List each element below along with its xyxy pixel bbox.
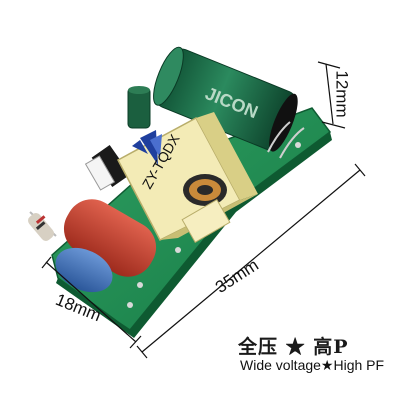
rectifier-chip [91, 144, 131, 188]
film-capacitor [63, 199, 157, 277]
small-capacitor [127, 86, 151, 129]
brand-logo-icon [132, 130, 162, 165]
inductor-coil [183, 174, 227, 206]
pcb-edge [56, 132, 332, 338]
y-capacitor [55, 247, 113, 293]
transformer: ZY-TQDX [116, 112, 258, 243]
height-dimension-label: 12mm [332, 70, 352, 118]
capacitor-leads [267, 121, 305, 159]
english-tagline: Wide voltage★High PF [240, 357, 385, 373]
dimension-lines [41, 61, 366, 359]
fuse-resistor [28, 211, 57, 241]
input-connector [84, 155, 116, 191]
chinese-tagline: 全压 ★ 高P [238, 336, 349, 358]
